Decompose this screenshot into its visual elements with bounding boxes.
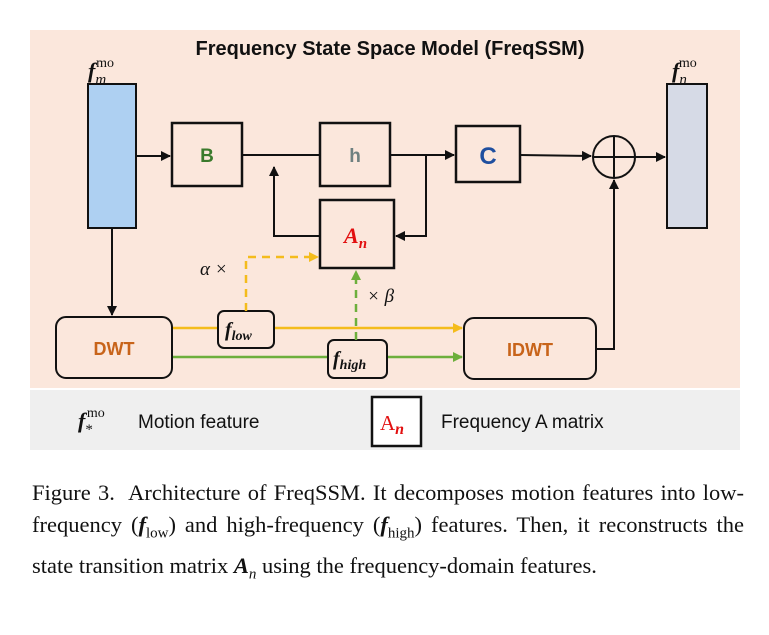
- caption-text-2: ) and high-frequency (: [168, 512, 381, 537]
- h-to-a-arrow: [395, 155, 427, 241]
- c-to-sum-arrow: [519, 150, 592, 161]
- caption-text-4: using the frequency-domain features.: [256, 552, 597, 578]
- f-high-label: fhigh: [333, 348, 366, 373]
- legend-matrix-symbol: An: [380, 411, 404, 438]
- a-to-b-h-feedback: [269, 166, 320, 237]
- input-feature-block: [87, 83, 137, 229]
- f-low-label: flow: [225, 319, 253, 344]
- f-high-box: [327, 339, 388, 379]
- b-matrix-box: [170, 121, 244, 188]
- caption-high-sub: high: [387, 525, 415, 542]
- b-matrix-label: B: [200, 146, 214, 167]
- c-matrix-box: [454, 124, 522, 184]
- caption-a-sub: n: [248, 566, 257, 582]
- legend-matrix-label: Frequency A matrix: [441, 412, 604, 433]
- input-feature-label: fmmo: [88, 56, 114, 88]
- diagram-title: Frequency State Space Model (FreqSSM): [196, 38, 585, 60]
- dwt-label: DWT: [94, 339, 135, 359]
- a-matrix-label: An: [342, 223, 367, 252]
- idwt-label: IDWT: [507, 340, 553, 360]
- alpha-path: [244, 252, 319, 311]
- legend-matrix-box: [370, 395, 423, 448]
- c-matrix-label: C: [479, 143, 496, 170]
- h-state-label: h: [349, 146, 361, 167]
- caption-a-symbol: A: [233, 552, 249, 578]
- freqssm-diagram: Frequency State Space Model (FreqSSM) fm…: [30, 30, 740, 450]
- alpha-label: α ×: [200, 259, 228, 280]
- caption-low-symbol: f: [138, 512, 146, 537]
- caption-text-3: ) features. Then, it reconstructs the st…: [32, 512, 744, 578]
- caption-text-1: Architecture of FreqSSM. It decomposes m…: [32, 480, 744, 537]
- dwt-box: [55, 316, 173, 379]
- output-feature-label: fnmo: [672, 56, 697, 88]
- idwt-to-sum-arrow: [596, 179, 619, 350]
- caption-high-symbol: f: [380, 512, 388, 537]
- legend-motion-symbol: f*mo: [78, 406, 105, 438]
- figure-caption: Figure 3. Architecture of FreqSSM. It de…: [32, 477, 744, 590]
- beta-label: × β: [367, 286, 395, 307]
- caption-low-sub: low: [145, 525, 169, 542]
- legend-motion-label: Motion feature: [138, 412, 259, 433]
- output-feature-block: [666, 83, 708, 229]
- a-matrix-box: [318, 198, 396, 270]
- caption-prefix: Figure 3.: [32, 480, 115, 505]
